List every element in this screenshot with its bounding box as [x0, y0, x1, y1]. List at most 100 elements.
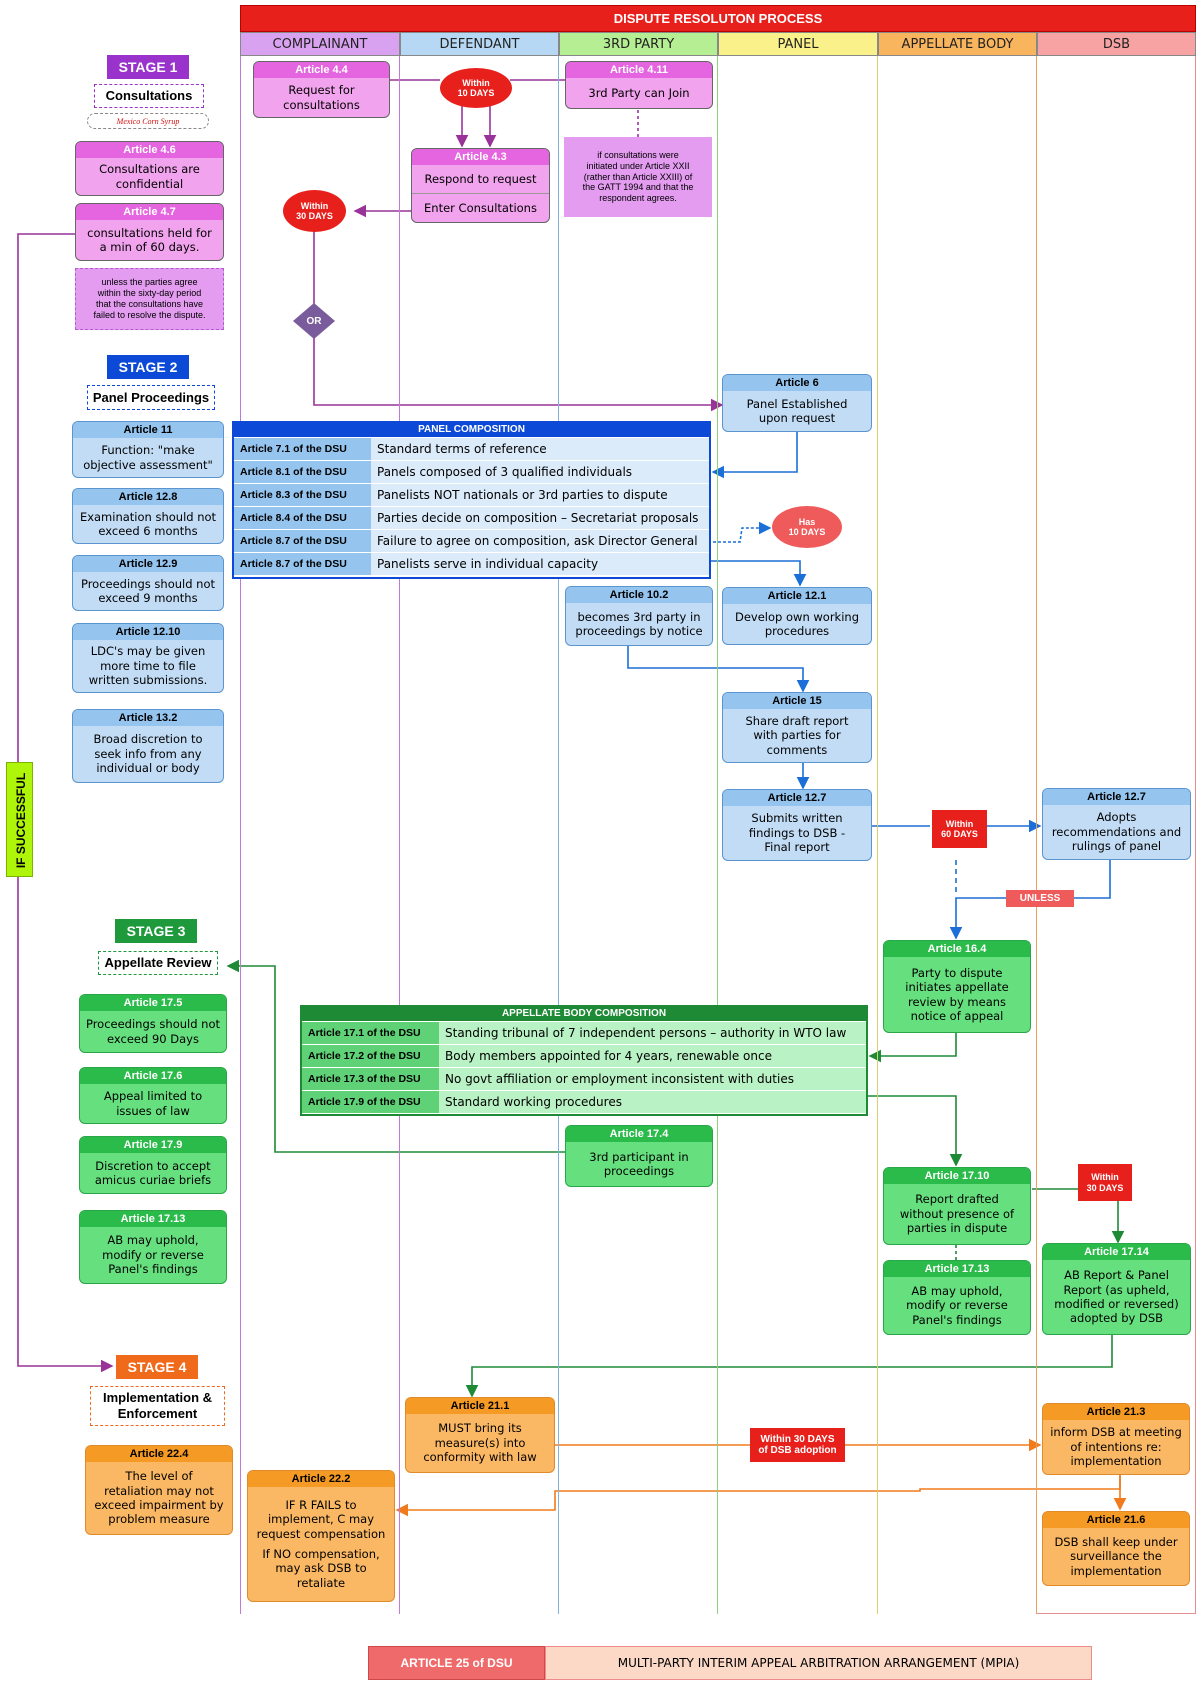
article-4-7-header: Article 4.7 [76, 204, 223, 220]
article-17-5-header: Article 17.5 [80, 995, 226, 1011]
article-17-13-ab-box: Article 17.13 AB may uphold,modify or re… [883, 1260, 1031, 1335]
lane-header-third-party: 3RD PARTY [559, 32, 718, 56]
stage-2-title: Panel Proceedings [87, 385, 215, 410]
panel-composition-title: PANEL COMPOSITION [234, 423, 709, 437]
or-decision: OR [293, 303, 335, 339]
panel-composition-description: Panelists NOT nationals or 3rd parties t… [371, 484, 709, 506]
article-17-13-left-box: Article 17.13 AB may uphold,modify or re… [79, 1210, 227, 1284]
stage-3-title: Appellate Review [98, 951, 218, 975]
article-6-header: Article 6 [723, 375, 871, 391]
article-12-1-header: Article 12.1 [723, 588, 871, 604]
article-21-1-header: Article 21.1 [406, 1398, 554, 1414]
article-4-3-box: Article 4.3 Respond to request Enter Con… [411, 148, 550, 223]
lane-complainant [240, 56, 400, 1614]
article-17-10-header: Article 17.10 [884, 1168, 1030, 1184]
panel-composition-article-ref: Article 8.7 of the DSU [234, 553, 371, 575]
panel-composition-description: Failure to agree on composition, ask Dir… [371, 530, 709, 552]
appellate-composition-article-ref: Article 17.9 of the DSU [302, 1091, 439, 1113]
appellate-composition-description: Standing tribunal of 7 independent perso… [439, 1022, 866, 1044]
article-22-2-header: Article 22.2 [248, 1471, 394, 1487]
lane-dsb [1037, 56, 1196, 1614]
panel-composition-article-ref: Article 8.3 of the DSU [234, 484, 371, 506]
stage-4-title: Implementation & Enforcement [90, 1386, 225, 1426]
lane-header-dsb: DSB [1037, 32, 1196, 56]
appellate-composition-article-ref: Article 17.1 of the DSU [302, 1022, 439, 1044]
article-12-7-panel-header: Article 12.7 [723, 790, 871, 806]
lane-header-complainant: COMPLAINANT [240, 32, 400, 56]
appellate-body-composition-title: APPELLATE BODY COMPOSITION [302, 1007, 866, 1021]
appellate-composition-description: No govt affiliation or employment incons… [439, 1068, 866, 1090]
appellate-composition-article-ref: Article 17.3 of the DSU [302, 1068, 439, 1090]
or-diamond-shape [293, 303, 335, 339]
article-4-11-header: Article 4.11 [566, 62, 712, 78]
article-4-3-header: Article 4.3 [412, 149, 549, 165]
appellate-composition-description: Body members appointed for 4 years, rene… [439, 1045, 866, 1067]
stage-1-label: STAGE 1 [107, 55, 189, 79]
panel-composition-description: Panelists serve in individual capacity [371, 553, 709, 575]
if-successful-label: IF SUCCESSFUL [6, 762, 33, 877]
article-4-3-respond-text: Respond to request [412, 165, 549, 194]
lane-third-party [559, 56, 718, 1614]
article-12-9-header: Article 12.9 [73, 556, 223, 572]
article-4-6-header: Article 4.6 [76, 142, 223, 158]
appellate-composition-article-ref: Article 17.2 of the DSU [302, 1045, 439, 1067]
panel-composition-article-ref: Article 7.1 of the DSU [234, 438, 371, 460]
unless-tag: UNLESS [1006, 890, 1074, 907]
stage-4-label: STAGE 4 [116, 1355, 198, 1379]
article-12-8-header: Article 12.8 [73, 489, 223, 505]
appellate-body-composition-table: APPELLATE BODY COMPOSITION Article 17.1 … [300, 1005, 868, 1116]
diagram-title: DISPUTE RESOLUTON PROCESS [240, 5, 1196, 32]
article-4-11-text: 3rd Party can Join [588, 85, 690, 100]
stage-2-label: STAGE 2 [107, 355, 189, 379]
article-17-9-header: Article 17.9 [80, 1137, 226, 1153]
article-16-4-header: Article 16.4 [884, 941, 1030, 957]
article-22-4-header: Article 22.4 [86, 1446, 232, 1462]
